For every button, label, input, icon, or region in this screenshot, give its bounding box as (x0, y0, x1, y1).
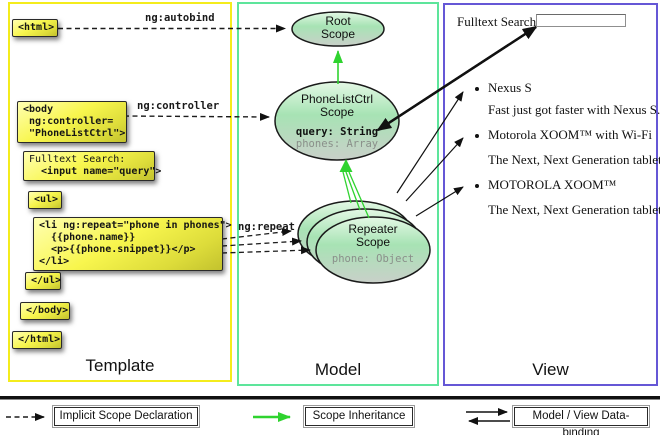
legend-databinding-label: Model / View Data-binding (512, 405, 650, 435)
template-column-label: Template (85, 356, 155, 375)
li-repeat-tag-box: <li ng:repeat="phone in phones"> {{phone… (33, 217, 232, 271)
fulltext-template-label: Fulltext Search: (29, 154, 126, 165)
root-scope-title: Root Scope (320, 14, 356, 41)
legend-implicit-scope-label: Implicit Scope Declaration (52, 405, 200, 428)
body-close-tag-box: </body> (20, 302, 70, 320)
model-column-label: Model (314, 360, 362, 379)
html-open-tag-box: <html> (12, 19, 58, 37)
view-item-snippet: The Next, Next Generation tablet. (488, 152, 660, 167)
view-item-name[interactable]: MOTOROLA XOOM™ (488, 177, 617, 192)
query-property: query: String (295, 126, 379, 138)
fulltext-template-input-tag: <input name="query"> (29, 166, 162, 177)
phones-property: phones: Array (295, 138, 379, 150)
bullet-icon (475, 134, 479, 138)
ng-repeat-label: ng:repeat (238, 221, 295, 233)
html-close-tag-box: </html> (12, 331, 62, 349)
ng-controller-label: ng:controller (137, 100, 220, 112)
view-item-name[interactable]: Motorola XOOM™ with Wi-Fi (488, 127, 653, 142)
model-column: Model (237, 2, 439, 386)
ng-autobind-label: ng:autobind (145, 12, 215, 24)
fulltext-template-box: Fulltext Search: <input name="query"> (23, 151, 162, 181)
body-open-tag-box: <body ng:controller= "PhoneListCtrl"> (17, 101, 127, 143)
ul-open-tag-box: <ul> (28, 191, 62, 209)
view-item-name[interactable]: Nexus S (488, 80, 532, 95)
bullet-icon (475, 87, 479, 91)
bullet-icon (475, 184, 479, 188)
phonelistctrl-scope-text: PhoneListCtrl Scope query: String phones… (275, 92, 399, 151)
fulltext-search-input[interactable] (536, 14, 626, 27)
fulltext-search-label: Fulltext Search: (457, 14, 540, 29)
legend-separator (0, 396, 660, 400)
repeater-scope-text: Repeater Scope phone: Object (316, 222, 430, 266)
view-column: View (443, 3, 658, 386)
root-scope-text: Root Scope (292, 15, 384, 41)
view-item-snippet: The Next, Next Generation tablet. (488, 202, 660, 217)
phone-property: phone: Object (331, 253, 415, 265)
view-column-label: View (532, 360, 569, 379)
legend-scope-inheritance-label: Scope Inheritance (303, 405, 415, 428)
view-item-snippet: Fast just got faster with Nexus S. (488, 102, 660, 117)
phonelistctrl-scope-title: PhoneListCtrl Scope (300, 92, 374, 119)
legend-double-arrow (466, 408, 510, 425)
repeater-scope-title: Repeater Scope (348, 222, 398, 249)
ul-close-tag-box: </ul> (25, 272, 61, 290)
